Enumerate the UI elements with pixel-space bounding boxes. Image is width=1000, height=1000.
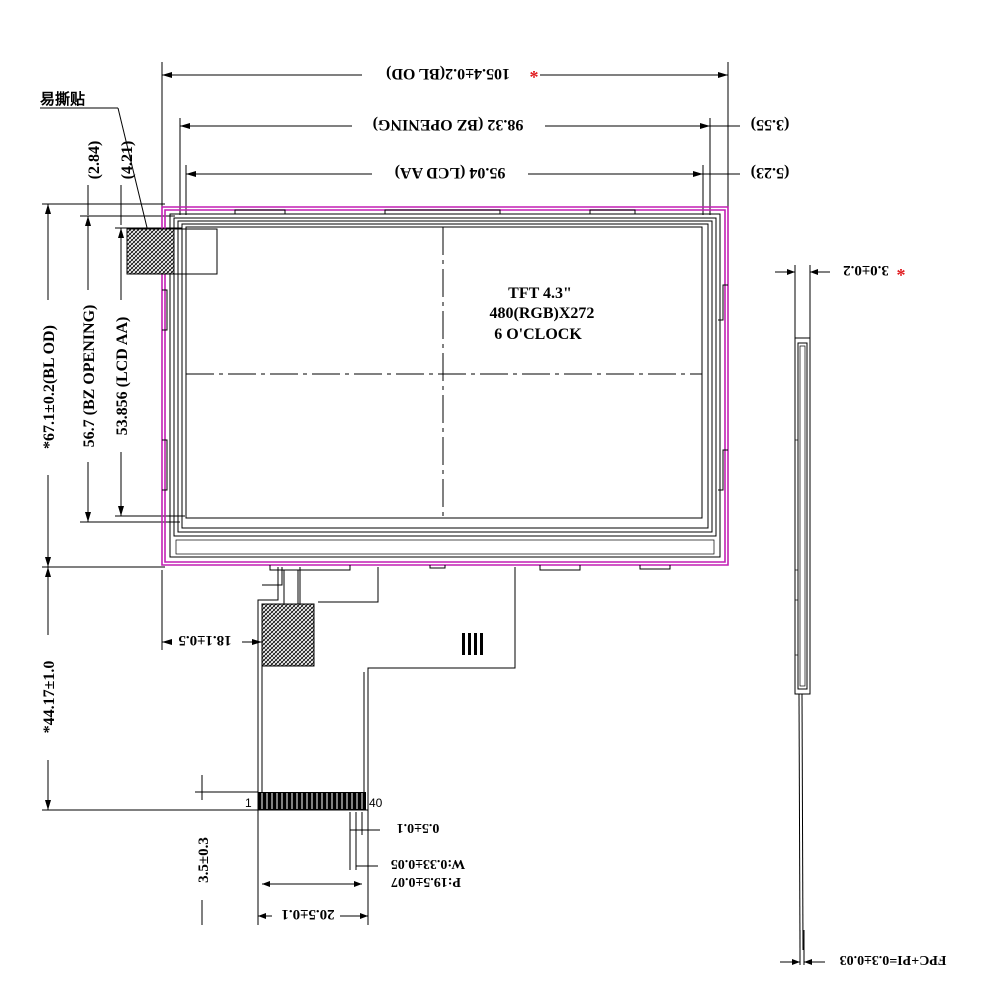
left-dimensions: 易撕贴 (2.84) (4.21) *67.1±0.2(BL OD) 56 <box>40 90 262 811</box>
thickness-label: 3.0±0.2 <box>843 262 889 278</box>
star-icon-side: * <box>897 265 906 285</box>
top-dimensions: * 105.4±0.2(BL OD) 98.32 (BZ OPENING) (3… <box>161 62 790 215</box>
bz-opening-width-label: 98.32 (BZ OPENING) <box>373 116 524 133</box>
lcd-module-side-view: * 3.0±0.2 FPC+PI=0.3±0.03 <box>775 262 946 967</box>
fpc-offset-label: 18.1±0.5 <box>178 632 231 648</box>
bl-od-width-label: 105.4±0.2(BL OD) <box>386 65 510 82</box>
offset-421-label: (4.21) <box>119 141 136 180</box>
bz-opening-height-label: 56.7 (BZ OPENING) <box>81 305 98 448</box>
tape-label: 易撕贴 <box>40 90 85 108</box>
pad-pitch-label: P:19.5±0.07 <box>391 874 461 889</box>
pad-width-label: 0.5±0.1 <box>397 820 440 835</box>
panel-resolution-text: 480(RGB)X272 <box>490 305 595 322</box>
offset-284-label: (2.84) <box>86 141 103 180</box>
lcd-module-front-view: TFT 4.3" 480(RGB)X272 6 O'CLOCK <box>126 206 729 571</box>
star-icon: * <box>530 67 539 87</box>
fpc-width-label: 20.5±0.1 <box>281 906 334 922</box>
fpc-cable: 1 40 3.5±0.3 0.5±0.1 W:0.33±0.05 P:19.5±… <box>195 567 516 925</box>
offset-523-label: (5.23) <box>751 164 790 181</box>
tail-length-label: 3.5±0.3 <box>196 837 212 883</box>
fpc-test-pads <box>462 633 483 655</box>
lcd-aa-width-label: 95.04 (LCD AA) <box>395 164 506 181</box>
panel-view-text: 6 O'CLOCK <box>494 326 582 343</box>
offset-355-label: (3.55) <box>751 116 790 133</box>
fpc-stiffener-patch <box>261 603 315 667</box>
fpc-length-label: *44.17±1.0 <box>41 661 58 734</box>
bl-od-height-label: *67.1±0.2(BL OD) <box>41 325 58 449</box>
fpc-thickness-label: FPC+PI=0.3±0.03 <box>840 952 947 967</box>
lcd-aa-height-label: 53.856 (LCD AA) <box>114 317 131 436</box>
pad-w-label: W:0.33±0.05 <box>391 856 466 871</box>
tape-patch <box>126 228 175 275</box>
panel-size-text: TFT 4.3" <box>508 285 572 302</box>
pin-last-label: 40 <box>369 796 383 810</box>
pin-first-label: 1 <box>245 796 252 810</box>
